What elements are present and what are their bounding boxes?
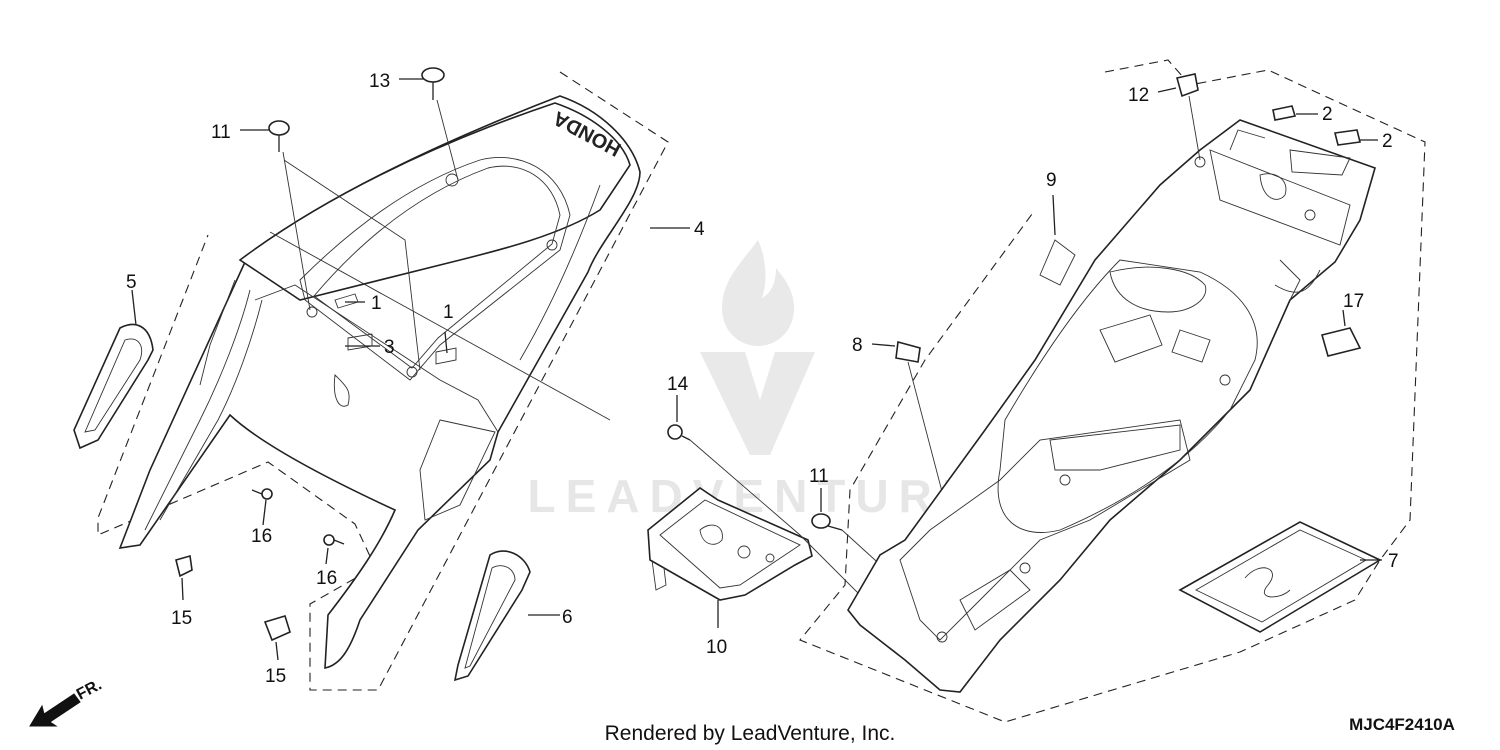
callout-1-a: 1	[371, 293, 382, 314]
side-trim-part-5	[73, 323, 154, 450]
pad-part-2-a	[1272, 105, 1297, 121]
grommet-part-15-b	[263, 615, 291, 642]
screw-part-14	[667, 424, 691, 441]
left-leader-lines	[131, 78, 690, 661]
credit-text: Rendered by LeadVenture, Inc.	[605, 722, 896, 745]
bolt-part-11-center	[811, 513, 843, 531]
callout-1-b: 1	[443, 302, 454, 323]
pad-part-2-b	[1334, 129, 1361, 146]
callout-10: 10	[706, 637, 727, 658]
callouts: 1 1 3 4 5 6 11 13 15 15 16 16 14 10 11 8…	[126, 71, 1399, 687]
pad-part-17	[1321, 327, 1362, 357]
callout-3: 3	[384, 337, 395, 358]
watermark: LEADVENTURE	[527, 240, 982, 522]
callout-4: 4	[694, 219, 705, 240]
callout-7: 7	[1388, 551, 1399, 572]
callout-2-b: 2	[1382, 131, 1393, 152]
callout-2-a: 2	[1322, 104, 1333, 125]
front-direction-marker: FR.	[29, 676, 105, 727]
callout-12: 12	[1128, 85, 1149, 106]
callout-8: 8	[852, 335, 863, 356]
manual-part-7	[1178, 521, 1382, 633]
drawing-code: MJC4F2410A	[1349, 715, 1455, 734]
grommet-part-15-a	[175, 554, 193, 578]
rubber-part-8	[895, 340, 921, 363]
watermark-text: LEADVENTURE	[527, 470, 982, 522]
callout-9: 9	[1046, 170, 1057, 191]
right-assembly-dashed-outline	[799, 59, 1426, 723]
callout-14: 14	[667, 374, 689, 395]
bolt-part-11-left	[268, 120, 290, 152]
screw-part-16-a	[251, 488, 273, 500]
callout-6: 6	[562, 607, 573, 628]
decal-marks	[334, 293, 457, 365]
callout-16-b: 16	[316, 568, 337, 589]
screw-part-16-b	[323, 534, 345, 546]
right-leader-lines	[1052, 87, 1382, 561]
grommet-part-12	[1176, 73, 1199, 98]
rear-seat-cowl-part-4: HONDA	[118, 95, 641, 669]
side-trim-part-6	[453, 550, 531, 682]
callout-11-a: 11	[211, 122, 231, 143]
bracket-part-10	[647, 487, 813, 601]
front-arrow-icon	[29, 693, 81, 727]
callout-15-a: 15	[171, 608, 192, 629]
rear-fender-part-9	[847, 119, 1376, 693]
watermark-flame-icon	[700, 240, 815, 455]
callout-17: 17	[1343, 291, 1364, 312]
callout-13: 13	[369, 71, 390, 92]
callout-11-b: 11	[809, 466, 829, 487]
callout-15-b: 15	[265, 666, 286, 687]
callout-5: 5	[126, 272, 137, 293]
bolt-part-13	[421, 67, 445, 100]
callout-16-a: 16	[251, 526, 272, 547]
